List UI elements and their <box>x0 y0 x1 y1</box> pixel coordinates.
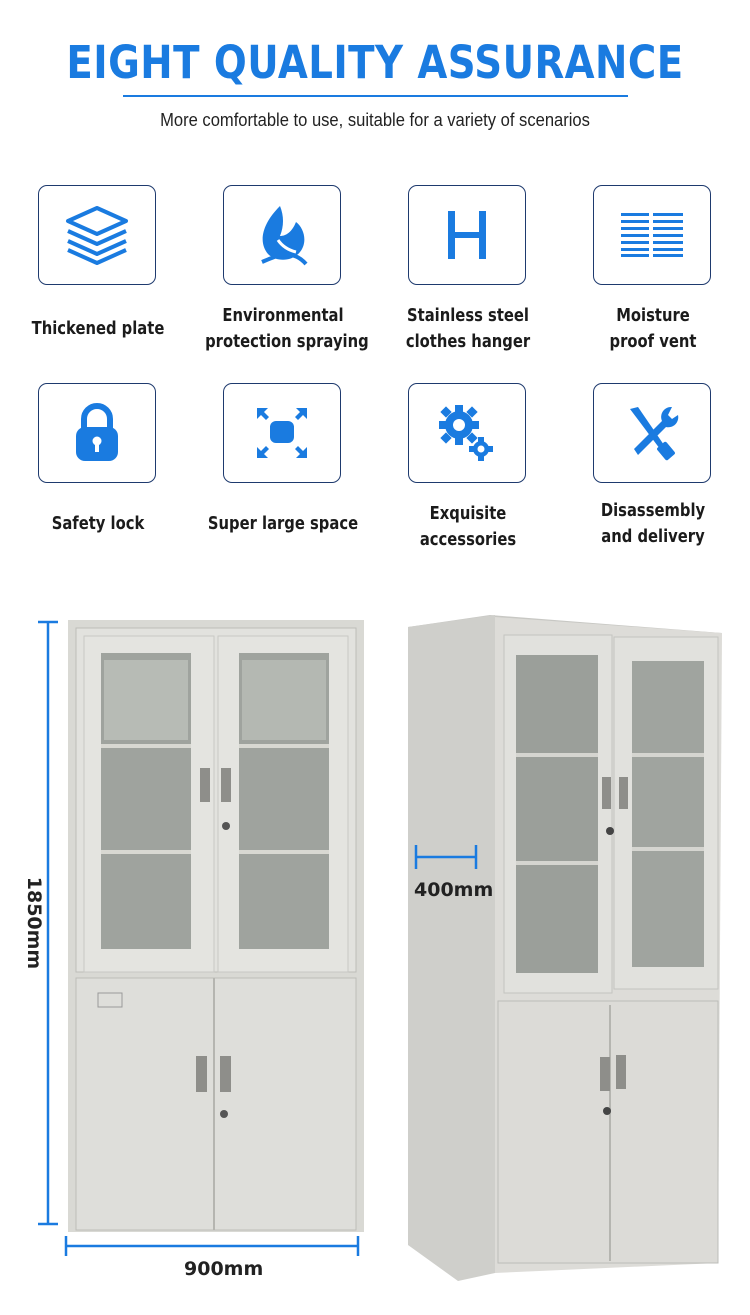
vent-icon <box>621 213 683 257</box>
gears-icon-box <box>408 383 526 483</box>
depth-dimension-label: 400mm <box>414 879 494 901</box>
feature-label-large-space: Super large space <box>207 513 359 534</box>
page-title: EIGHT QUALITY ASSURANCE <box>66 36 684 89</box>
feature-label-safety-lock: Safety lock <box>51 513 145 534</box>
height-dimension-line <box>38 620 58 1226</box>
expand-icon <box>257 408 307 458</box>
title-underline <box>123 95 628 97</box>
lock-icon <box>76 403 118 461</box>
width-dimension-label: 900mm <box>184 1258 264 1280</box>
leaf-icon-box <box>223 185 341 285</box>
height-dimension-label: 1850mm <box>23 876 46 970</box>
cabinet-angle-photo <box>408 615 722 1281</box>
hanger-h-icon-box <box>408 185 526 285</box>
width-dimension-line <box>64 1236 360 1256</box>
feature-label-thickened-plate: Thickened plate <box>31 318 165 339</box>
page-subtitle: More comfortable to use, suitable for a … <box>160 110 590 130</box>
tools-icon <box>630 406 679 461</box>
gears-icon <box>439 405 493 461</box>
tools-icon-box <box>593 383 711 483</box>
layers-icon-box <box>38 185 156 285</box>
expand-icon-box <box>223 383 341 483</box>
leaf-icon <box>261 206 308 266</box>
vent-icon-box <box>593 185 711 285</box>
hanger-h-icon <box>448 211 486 259</box>
cabinet-front-photo <box>38 620 364 1256</box>
lock-icon-box <box>38 383 156 483</box>
layers-icon <box>66 206 128 265</box>
depth-dimension-line <box>414 845 478 869</box>
